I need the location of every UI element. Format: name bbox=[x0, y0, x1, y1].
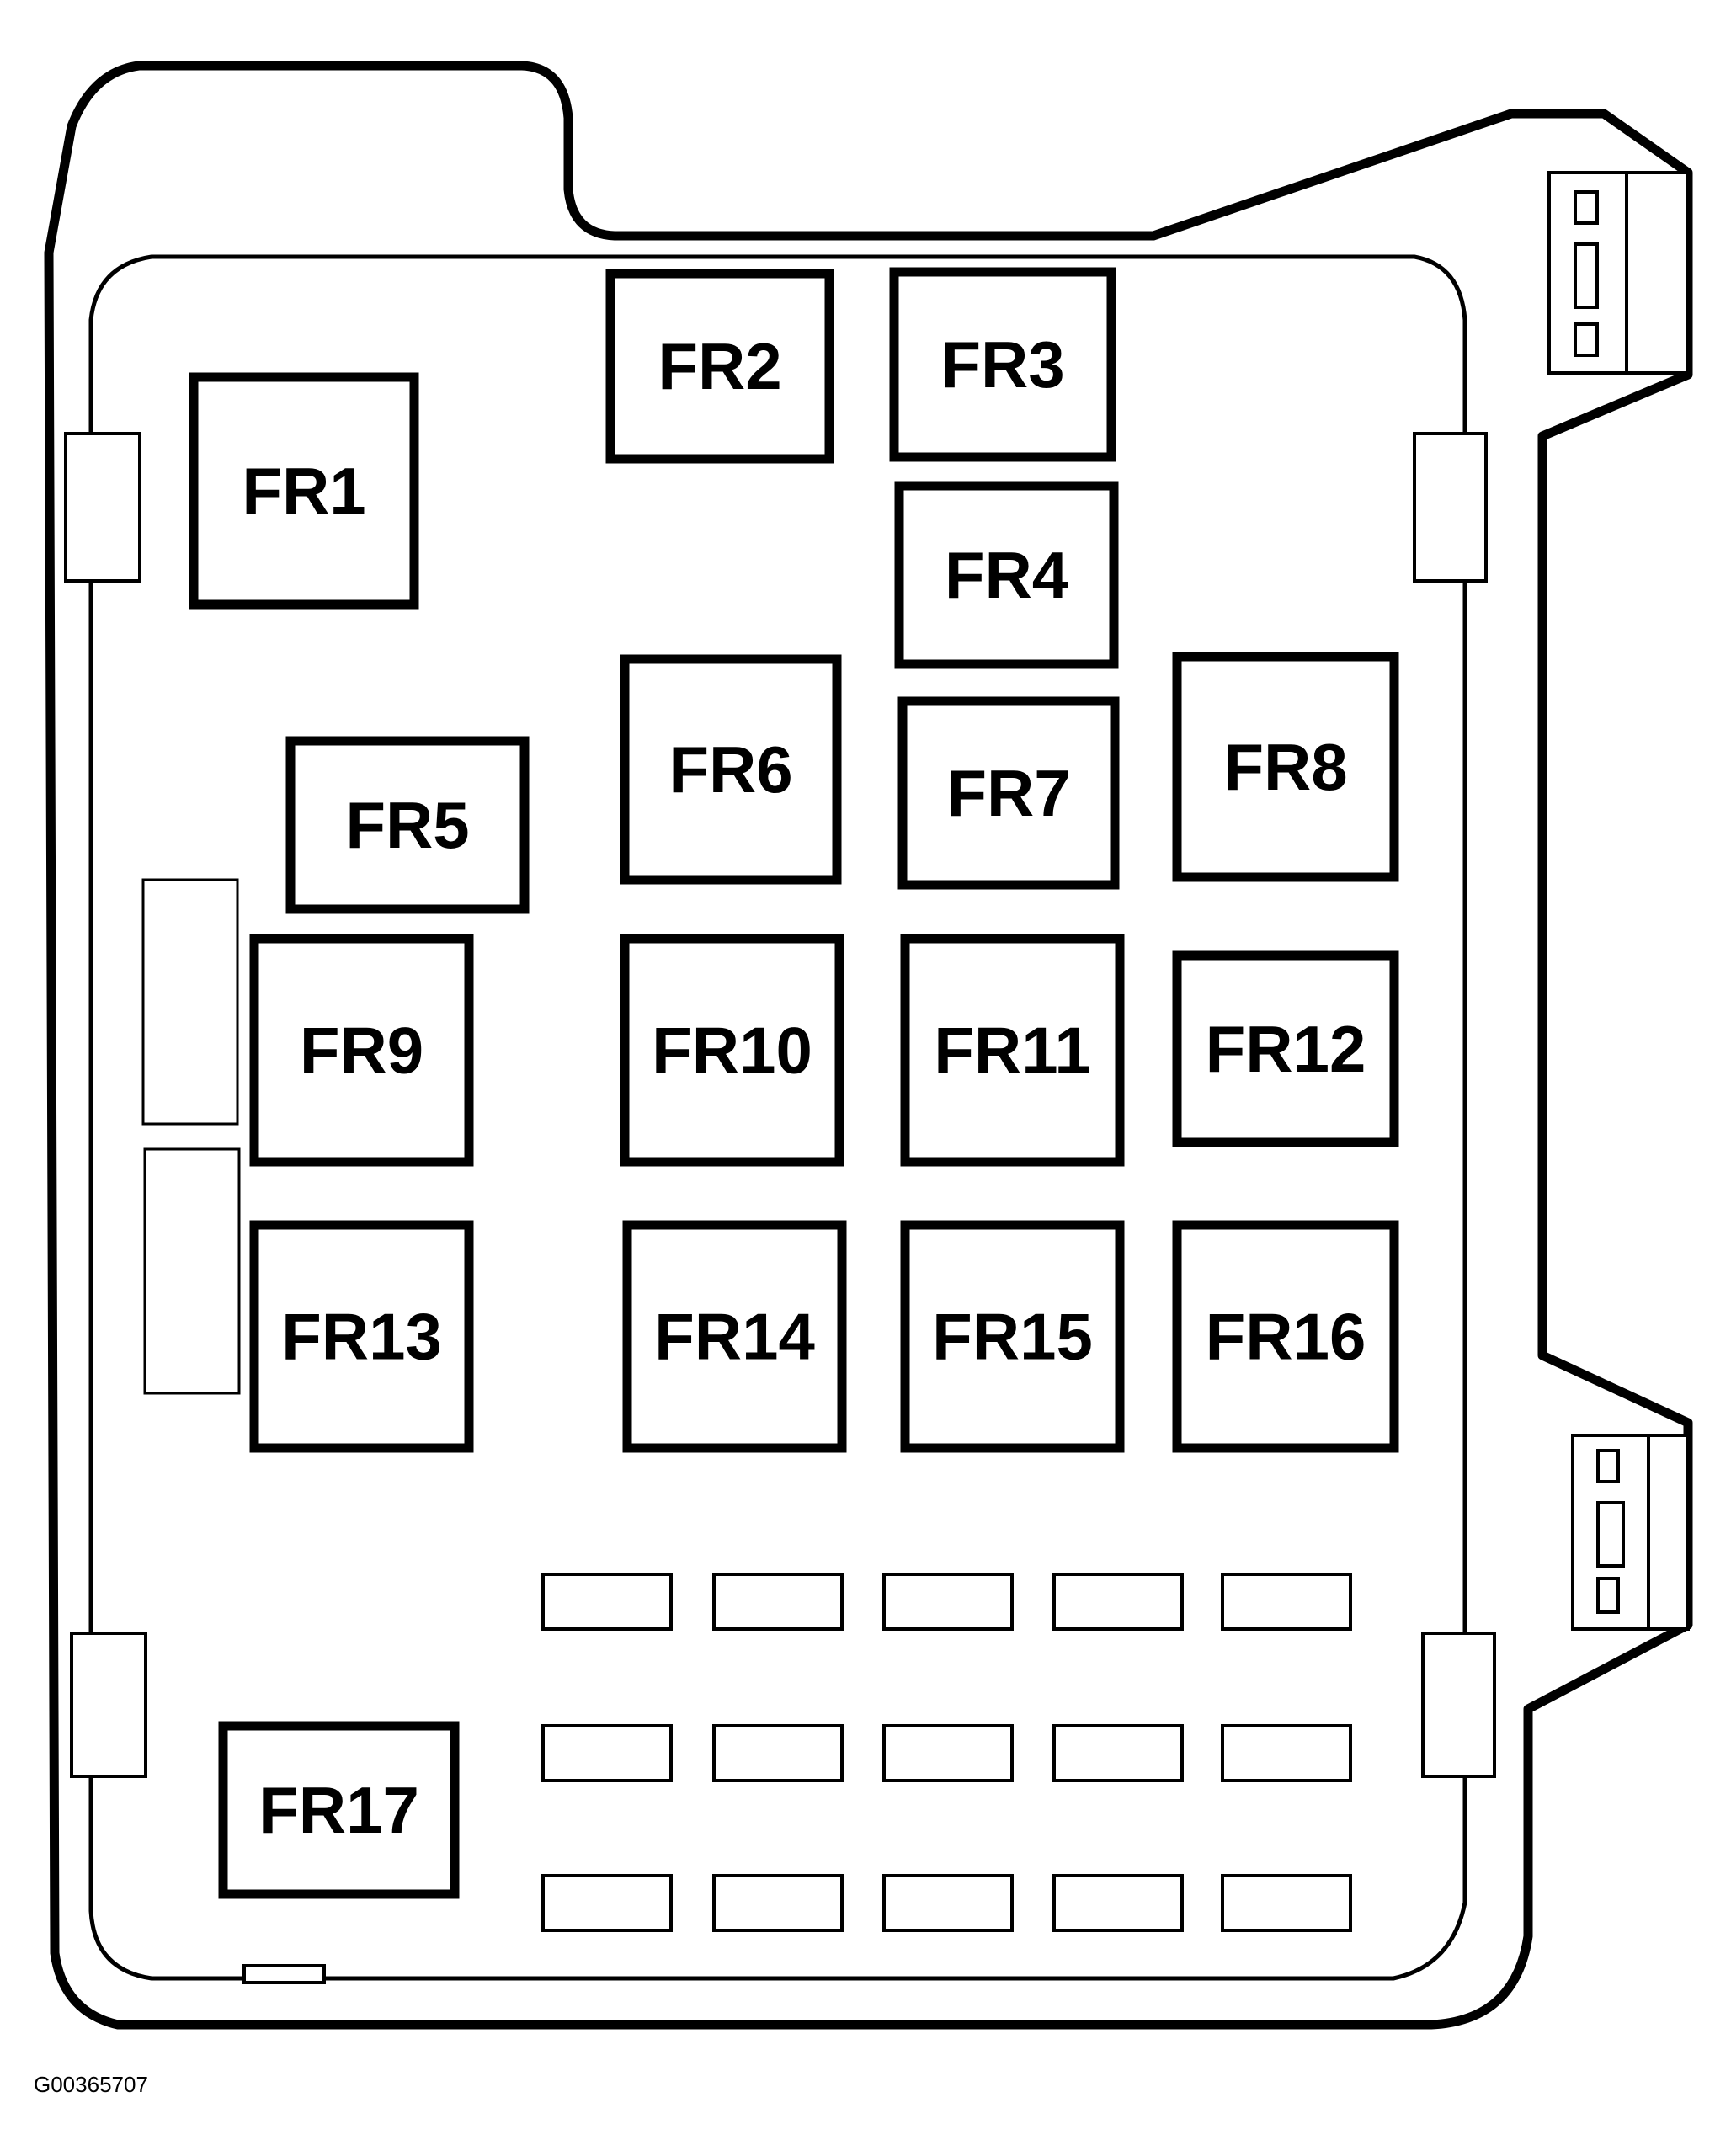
relay-fr3: FR3 bbox=[889, 267, 1116, 462]
relay-label: FR16 bbox=[1206, 1300, 1366, 1374]
relay-fr4: FR4 bbox=[894, 481, 1119, 669]
relay-fr6: FR6 bbox=[620, 654, 842, 885]
relay-outline bbox=[897, 696, 1120, 890]
figure-code: G00365707 bbox=[34, 2072, 148, 2097]
relay-fr10: FR10 bbox=[620, 934, 844, 1167]
fuse-slot bbox=[882, 1724, 1014, 1782]
side-clip bbox=[64, 432, 141, 583]
relay-label: FR9 bbox=[300, 1014, 423, 1088]
fuse-slot bbox=[1221, 1874, 1352, 1932]
side-clip bbox=[70, 1632, 147, 1778]
fuse-slot bbox=[882, 1573, 1014, 1631]
relay-label: FR2 bbox=[658, 329, 781, 403]
relay-label: FR10 bbox=[652, 1014, 812, 1088]
relay-outline bbox=[249, 1220, 474, 1453]
side-slot bbox=[143, 1147, 241, 1395]
relay-fr8: FR8 bbox=[1172, 652, 1399, 882]
relay-outline bbox=[218, 1721, 460, 1899]
relay-label: FR7 bbox=[946, 756, 1070, 830]
relay-outline bbox=[620, 654, 842, 885]
relay-outline bbox=[620, 934, 844, 1167]
relay-label: FR15 bbox=[932, 1300, 1093, 1374]
relay-label: FR1 bbox=[242, 454, 365, 528]
side-slot bbox=[141, 878, 239, 1126]
fuse-slot bbox=[541, 1573, 673, 1631]
relay-outline bbox=[889, 267, 1116, 462]
relay-label: FR8 bbox=[1223, 730, 1347, 804]
relay-fr15: FR15 bbox=[900, 1220, 1125, 1453]
fuse-slot bbox=[1052, 1573, 1184, 1631]
relay-fr14: FR14 bbox=[622, 1220, 847, 1453]
relay-outline bbox=[605, 269, 834, 464]
relay-label: FR11 bbox=[934, 1014, 1090, 1088]
relay-outline bbox=[285, 736, 530, 914]
fuse-slot bbox=[541, 1874, 673, 1932]
relay-label: FR4 bbox=[945, 538, 1068, 612]
relay-outline bbox=[622, 1220, 847, 1453]
inner-panel-outline bbox=[88, 254, 1467, 1981]
side-clip bbox=[1413, 432, 1488, 583]
fuse-slot bbox=[712, 1724, 844, 1782]
relay-outline bbox=[900, 1220, 1125, 1453]
relay-fr1: FR1 bbox=[189, 372, 419, 610]
fuse-slot bbox=[712, 1874, 844, 1932]
relay-fr12: FR12 bbox=[1172, 950, 1399, 1147]
relay-fr16: FR16 bbox=[1172, 1220, 1399, 1453]
relay-label: FR12 bbox=[1206, 1012, 1366, 1086]
relay-fr5: FR5 bbox=[285, 736, 530, 914]
relay-fr2: FR2 bbox=[605, 269, 834, 464]
relay-label: FR14 bbox=[654, 1300, 815, 1374]
relay-outline bbox=[1172, 652, 1399, 882]
fuse-slot bbox=[1052, 1724, 1184, 1782]
fuse-slot bbox=[712, 1573, 844, 1631]
connector-top bbox=[1547, 171, 1690, 375]
housing-outline bbox=[44, 61, 1693, 2030]
relay-label: FR13 bbox=[281, 1300, 442, 1374]
connector-bottom bbox=[1571, 1434, 1690, 1631]
relay-label: FR6 bbox=[668, 732, 792, 807]
fuse-slot bbox=[1052, 1874, 1184, 1932]
fuse-slot bbox=[1221, 1724, 1352, 1782]
relay-outline bbox=[189, 372, 419, 610]
relay-outline bbox=[249, 934, 474, 1167]
relay-outline bbox=[1172, 950, 1399, 1147]
relay-fr17: FR17 bbox=[218, 1721, 460, 1899]
relay-outline bbox=[900, 934, 1125, 1167]
bottom-notch bbox=[242, 1964, 326, 1984]
relay-outline bbox=[894, 481, 1119, 669]
fuse-slot bbox=[1221, 1573, 1352, 1631]
side-clip bbox=[1421, 1632, 1496, 1778]
relay-fr13: FR13 bbox=[249, 1220, 474, 1453]
relay-label: FR3 bbox=[940, 327, 1064, 402]
relay-fr9: FR9 bbox=[249, 934, 474, 1167]
relay-label: FR5 bbox=[345, 788, 469, 862]
relay-fr11: FR11 bbox=[900, 934, 1125, 1167]
relay-outline bbox=[1172, 1220, 1399, 1453]
fuse-slot bbox=[882, 1874, 1014, 1932]
relay-fr7: FR7 bbox=[897, 696, 1120, 890]
fuse-slot bbox=[541, 1724, 673, 1782]
relay-label: FR17 bbox=[258, 1773, 419, 1847]
